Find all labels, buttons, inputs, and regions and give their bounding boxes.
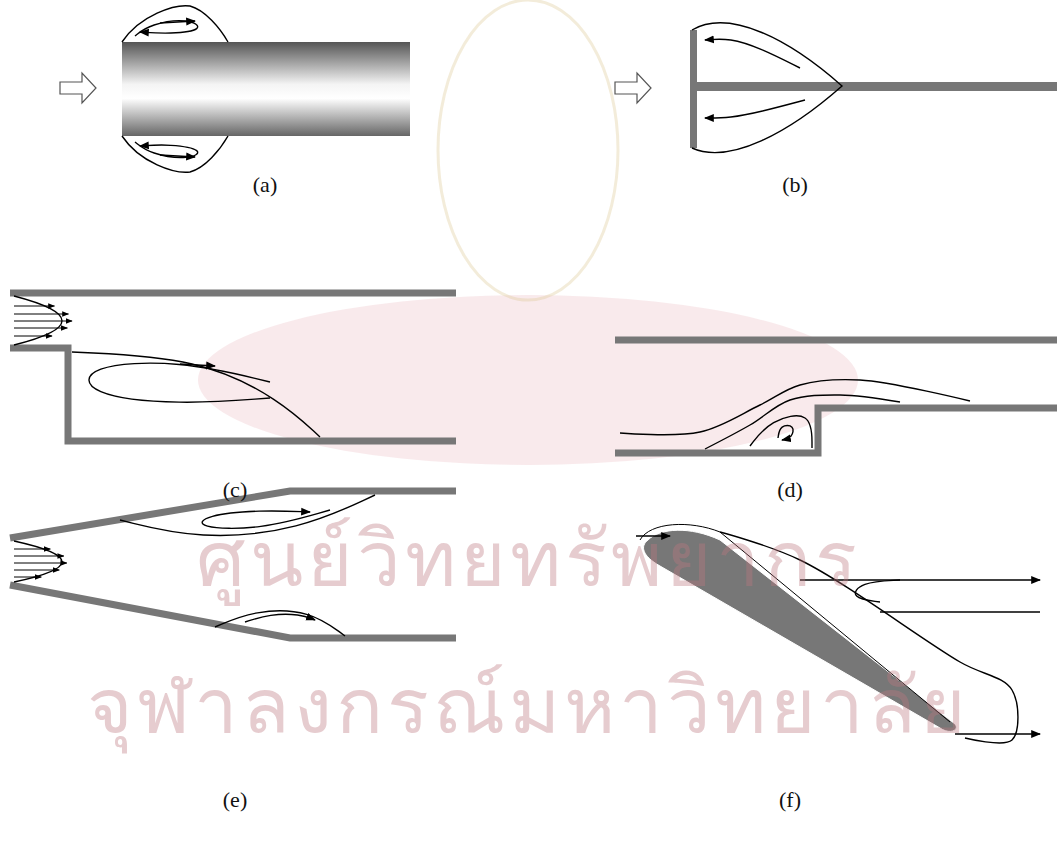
plate (690, 30, 697, 148)
velocity-vector (14, 549, 50, 550)
velocity-vector (14, 556, 64, 557)
separation-line (705, 395, 900, 449)
flow-arrow (615, 73, 651, 103)
recirculation (750, 416, 812, 448)
wall (10, 290, 456, 297)
cylinder (122, 42, 410, 136)
wall (615, 408, 1057, 453)
recirculation (135, 21, 198, 36)
velocity-vector (14, 328, 67, 329)
recirculation (705, 100, 805, 118)
velocity-vector (14, 577, 41, 578)
velocity-vector (14, 314, 68, 315)
streamline (880, 611, 1040, 612)
wall (10, 348, 456, 441)
separation-bubble (122, 136, 228, 172)
velocity-vector (14, 336, 52, 337)
recirculation (135, 142, 198, 157)
velocity-vector (14, 306, 54, 307)
velocity-vector (14, 570, 59, 571)
recirculation (778, 426, 793, 440)
separation-line (72, 352, 320, 437)
watermark: ศูนย์วิทยทรัพยากร (196, 496, 861, 620)
velocity-vector (14, 563, 67, 564)
recirculation (180, 364, 215, 366)
recirculation (89, 363, 270, 402)
figure-label: (a) (253, 172, 277, 198)
figure-label: (d) (777, 477, 803, 503)
recirculation (855, 580, 900, 602)
flow-arrow (60, 73, 96, 103)
separation-bubble (692, 23, 842, 153)
rod (697, 82, 1057, 91)
recirculation (245, 614, 315, 622)
recirculation (160, 21, 195, 23)
velocity-vector (14, 321, 72, 322)
figure-label: (b) (782, 172, 808, 198)
streamline (620, 380, 970, 435)
figure-label: (c) (223, 477, 247, 503)
separation-bubble (122, 6, 228, 42)
figure-label: (f) (779, 787, 801, 813)
wall (615, 337, 1057, 344)
watermark: จุฬาลงกรณ์มหาวิทยาลัย (87, 643, 970, 767)
velocity-profile (14, 541, 62, 582)
recirculation (160, 155, 195, 157)
recirculation (705, 39, 800, 68)
separation-line (215, 611, 345, 636)
watermark-emblem (438, 0, 618, 300)
figure-label: (e) (223, 787, 247, 813)
